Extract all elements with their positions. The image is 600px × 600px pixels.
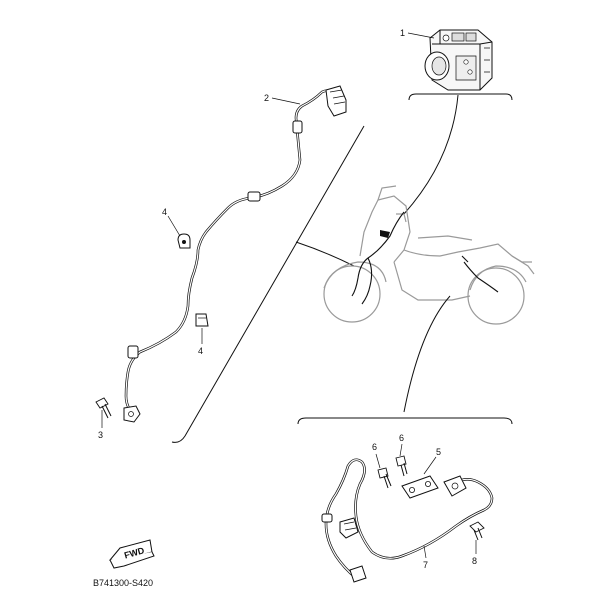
callout-6-left: 6 [372, 442, 377, 452]
cable-clip-upper[interactable] [177, 233, 191, 249]
leader-line-6a [375, 453, 381, 469]
leader-line-5 [423, 456, 437, 475]
front-wheel-sensor-harness[interactable] [123, 85, 347, 423]
callout-2: 2 [264, 93, 269, 103]
leader-line-4a [167, 215, 181, 237]
sensor-bolt-rear[interactable] [469, 521, 485, 541]
abs-hydraulic-unit[interactable] [424, 29, 493, 91]
cable-clip-lower[interactable] [195, 313, 209, 327]
abs-locator-line [403, 94, 459, 215]
leader-line-6b [399, 443, 403, 457]
bike-harness-overlay [351, 211, 499, 305]
callout-1: 1 [400, 28, 405, 38]
leader-line-2 [271, 97, 301, 105]
callout-6-right: 6 [399, 433, 404, 443]
callout-4-lower: 4 [198, 346, 203, 356]
leader-line-1 [407, 32, 435, 39]
sensor-bolt[interactable] [95, 397, 112, 419]
callout-3: 3 [98, 430, 103, 440]
abs-group-bracket [408, 93, 513, 101]
rear-group-locator-line [403, 295, 451, 413]
sensor-bracket[interactable] [401, 475, 439, 499]
motorcycle-silhouette [323, 185, 535, 325]
bracket-bolt-right[interactable] [395, 455, 408, 477]
fwd-direction-badge: FWD [108, 539, 155, 569]
leader-line-7 [423, 545, 427, 559]
callout-8: 8 [472, 556, 477, 566]
left-group-locator-line [295, 241, 355, 267]
left-group-divider [171, 125, 365, 443]
diagram-code: B741300-S420 [93, 578, 153, 588]
callout-5: 5 [436, 447, 441, 457]
bracket-bolt-left[interactable] [377, 467, 392, 489]
rear-wheel-sensor-harness[interactable] [321, 458, 494, 583]
callout-4-upper: 4 [162, 207, 167, 217]
callout-7: 7 [423, 560, 428, 570]
rear-group-bracket [297, 417, 513, 425]
